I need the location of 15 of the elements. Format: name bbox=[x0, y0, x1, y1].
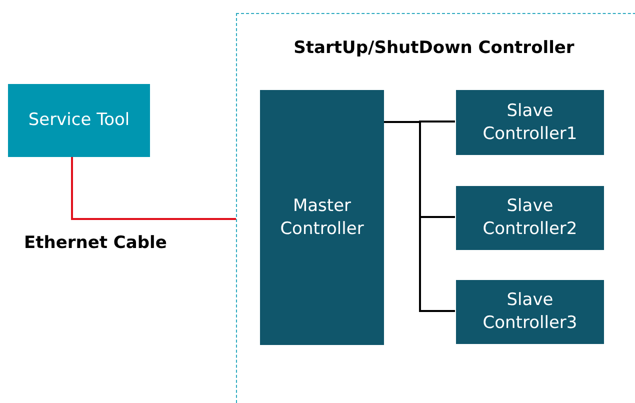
controller-box bbox=[456, 90, 604, 155]
controller-box bbox=[456, 186, 604, 250]
dashed-group-frame bbox=[236, 13, 635, 403]
box-label: Slave Controller2 bbox=[482, 195, 578, 241]
box-label: Slave Controller3 bbox=[482, 289, 578, 335]
tool-box bbox=[8, 84, 150, 157]
box-label: Master Controller bbox=[279, 194, 365, 240]
connector-line bbox=[383, 121, 455, 312]
box-label: Service Tool bbox=[28, 109, 130, 132]
box-label: Slave Controller1 bbox=[482, 100, 578, 146]
edge-label: Ethernet Cable bbox=[24, 233, 167, 253]
controller-box bbox=[456, 280, 604, 344]
cable-line bbox=[71, 157, 236, 220]
controller-box bbox=[260, 90, 384, 345]
group-title: StartUp/ShutDown Controller bbox=[294, 37, 574, 60]
